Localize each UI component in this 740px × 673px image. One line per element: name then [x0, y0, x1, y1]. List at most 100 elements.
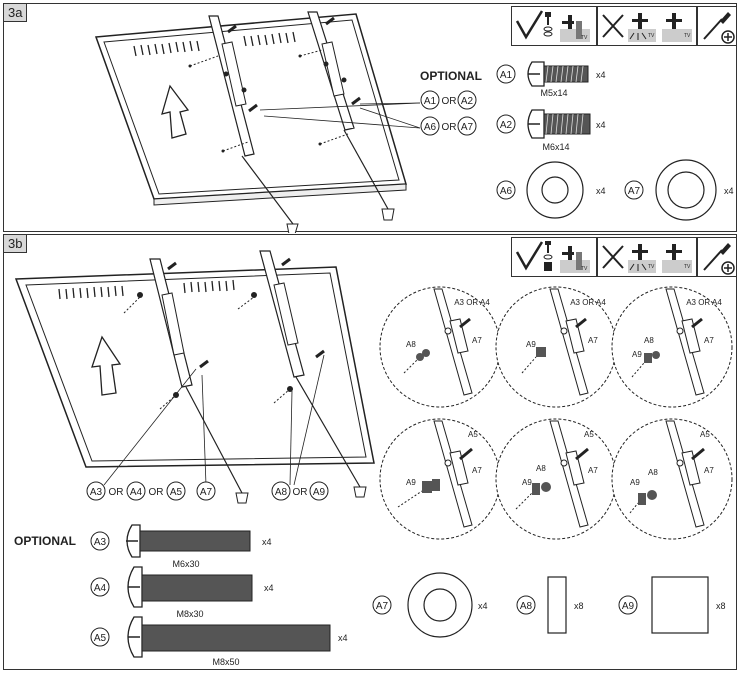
washer-a7-icon: [655, 159, 717, 221]
part-a1-qty: x4: [596, 70, 606, 80]
loose-mount-icon: [628, 13, 656, 42]
svg-text:TV: TV: [581, 35, 588, 41]
check-icon: [515, 241, 544, 271]
callout-or: OR: [442, 122, 457, 133]
step-3a-panel: 3a TV TV TV: [3, 3, 737, 233]
detail-label: A7: [588, 336, 598, 345]
screw-m5x14-icon: [527, 61, 589, 87]
tv-back-outline: [94, 13, 407, 200]
spacer-a8-icon: [547, 576, 567, 634]
step-label: 3b: [4, 235, 28, 253]
parts-list-b-screws: OPTIONAL A3 M6x30 x4 A4 M8x30 x4 A5 M8x5…: [14, 524, 348, 667]
detail-circle-5: A5 A7 A8 A9: [495, 418, 617, 540]
detail-circle-6: A5 A7 A8 A9: [611, 418, 733, 540]
detail-label: A9: [630, 478, 640, 487]
detail-label: A9: [522, 478, 532, 487]
callout-or: OR: [149, 487, 164, 498]
optional-label: OPTIONAL: [14, 534, 76, 548]
overtight-mount-icon: [662, 244, 692, 273]
detail-views: A3 OR A4 A7 A8 A3 OR A4 A7 A9 A3 OR A4 A: [379, 286, 733, 540]
part-a4-qty: x4: [264, 583, 274, 593]
detail-label: A9: [632, 350, 642, 359]
mount-bracket-right: [307, 11, 395, 221]
cross-icon: [602, 14, 624, 38]
vent-slots: [133, 31, 296, 57]
cross-icon: [602, 245, 624, 269]
screw-washer-spacer-icon: [543, 241, 553, 271]
part-a3-size: M6x30: [172, 559, 199, 569]
screw-m6x30-icon: [126, 524, 251, 558]
part-a2-qty: x4: [596, 120, 606, 130]
part-a7-qty: x4: [724, 186, 734, 196]
mount-bracket-left: [208, 15, 299, 233]
vent-slots: [58, 279, 235, 300]
part-a5-size: M8x50: [212, 657, 239, 667]
part-a2-id: A2: [500, 120, 513, 131]
part-a7-id: A7: [376, 601, 389, 612]
check-icon: [515, 10, 544, 40]
part-a6-id: A6: [500, 186, 513, 197]
tv-back-illustration-a: [94, 11, 421, 233]
part-a5-qty: x4: [338, 633, 348, 643]
mount-bracket-right: [251, 250, 367, 498]
part-a3-qty: x4: [262, 537, 272, 547]
callout-a6: A6: [424, 122, 437, 133]
optional-label: OPTIONAL: [420, 69, 482, 83]
detail-label: A8: [644, 336, 654, 345]
part-a4-id: A4: [94, 583, 107, 594]
callout-a9: A9: [313, 487, 326, 498]
detail-label: A9: [406, 478, 416, 487]
incorrect-usage-box: TV TV: [597, 237, 697, 277]
hole-guides: [189, 49, 349, 152]
screw-washer-icon: [543, 12, 553, 37]
tv-mount-icon: [560, 15, 590, 42]
callout-a7: A7: [461, 122, 474, 133]
tv-back-illustration-b: [14, 250, 375, 504]
detail-label: A8: [406, 340, 416, 349]
parts-list-b-spacers: A7 x4 A8 x8 A9 x8: [372, 572, 726, 638]
detail-label: A5: [468, 430, 478, 439]
svg-text:TV: TV: [684, 264, 691, 270]
detail-label: A5: [700, 430, 710, 439]
callout-or: OR: [293, 487, 308, 498]
step-label: 3a: [4, 4, 28, 22]
callouts-b: A3 OR A4 OR A5 A7 A8 OR A9: [86, 481, 329, 501]
part-a2-size: M6x14: [542, 142, 569, 152]
washer-a7-icon: [407, 572, 473, 638]
detail-label: A8: [536, 464, 546, 473]
callout-a7: A7: [200, 487, 213, 498]
part-a6-qty: x4: [596, 186, 606, 196]
callout-a8: A8: [275, 487, 288, 498]
part-a7-qty: x4: [478, 601, 488, 611]
washer-a6-icon: [526, 161, 584, 219]
detail-label: A7: [472, 466, 482, 475]
screw-m8x50-icon: [127, 616, 331, 658]
incorrect-usage-box: TV TV: [597, 6, 697, 46]
detail-label: A7: [704, 336, 714, 345]
detail-label: A9: [526, 340, 536, 349]
detail-label: A7: [588, 466, 598, 475]
detail-circle-4: A5 A7 A9: [379, 418, 501, 540]
overtight-mount-icon: [662, 13, 692, 42]
svg-text:TV: TV: [581, 266, 588, 272]
screw-m6x14-icon: [527, 109, 591, 139]
mount-bracket-left: [137, 258, 249, 504]
part-a5-id: A5: [94, 633, 107, 644]
part-a9-qty: x8: [716, 601, 726, 611]
detail-label: A7: [704, 466, 714, 475]
up-arrow-icon: [91, 335, 122, 396]
screwdriver-box: [697, 237, 737, 277]
screwdriver-icon: [703, 12, 735, 44]
part-a4-size: M8x30: [176, 609, 203, 619]
part-a9-id: A9: [622, 601, 635, 612]
tv-mount-icon: [560, 246, 590, 273]
screwdriver-icon: [703, 243, 735, 275]
callout-a1: A1: [424, 96, 437, 107]
detail-circle-2: A3 OR A4 A7 A9: [495, 286, 617, 408]
svg-text:TV: TV: [648, 264, 655, 270]
callout-a5: A5: [170, 487, 183, 498]
detail-label: A3 OR A4: [454, 298, 490, 307]
parts-list-a: OPTIONAL A1 M5x14 x4 A2 M6x14 x4 A6 x4 A…: [420, 61, 734, 221]
callouts-a: A1 OR A2 A6 OR A7: [420, 90, 477, 136]
detail-label: A8: [648, 468, 658, 477]
